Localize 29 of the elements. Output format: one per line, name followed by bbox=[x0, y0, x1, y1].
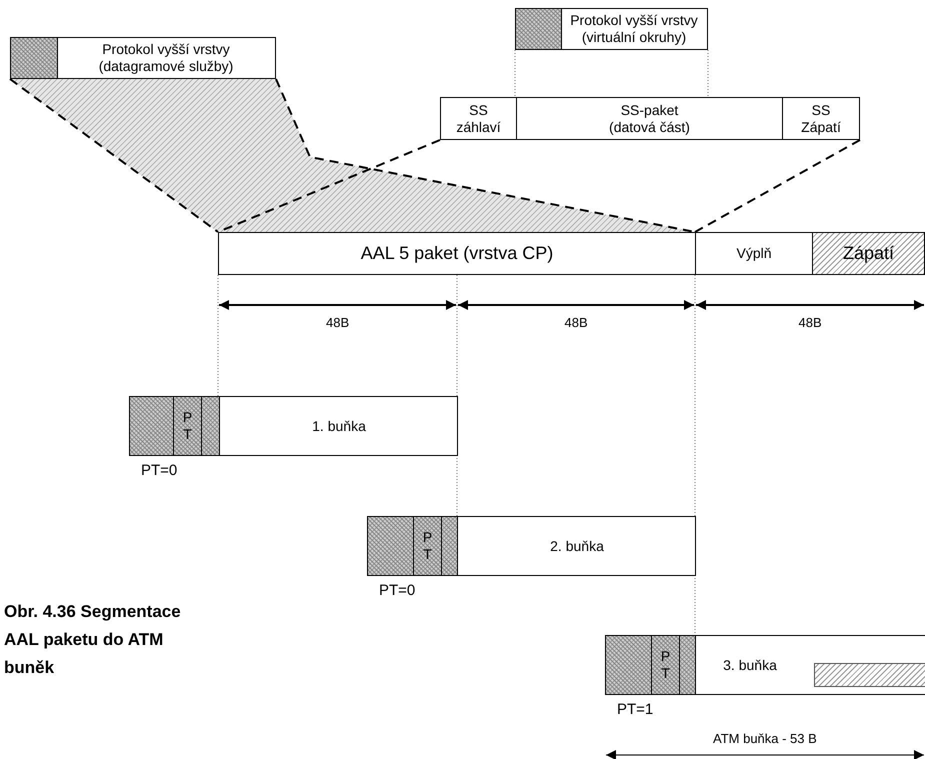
padding-field: Výplň bbox=[695, 232, 813, 275]
pt-field: P T bbox=[651, 635, 680, 695]
alignment-line bbox=[514, 50, 516, 98]
header-field: SS záhlaví bbox=[440, 97, 517, 140]
trailer-field: Zápatí bbox=[812, 232, 925, 275]
atm-cell bbox=[129, 396, 458, 456]
field-value-label: PT=0 bbox=[379, 582, 416, 599]
pt-field: P T bbox=[413, 516, 442, 576]
protocol-box bbox=[515, 8, 708, 50]
field-label: Protokol vyšší vrstvy (virtuální okruhy) bbox=[569, 11, 699, 47]
atm-cell bbox=[367, 516, 696, 576]
padding-fill bbox=[814, 663, 925, 687]
field-label: Protokol vyšší vrstvy (datagramové služby) bbox=[98, 40, 234, 76]
figure-caption: Obr. 4.36 Segmentace AAL paketu do ATM buněk bbox=[4, 601, 182, 679]
dimension-label: ATM buňka - 53 B bbox=[713, 731, 817, 746]
field-label: 1. buňka bbox=[311, 416, 367, 436]
trailer-field: SS Zápatí bbox=[782, 97, 860, 140]
field-label: 3. buňka bbox=[722, 656, 778, 674]
dimension-label: 48B bbox=[564, 315, 588, 330]
field-label: 2. buňka bbox=[549, 536, 605, 556]
protocol-box bbox=[10, 37, 276, 79]
payload-field: SS-paket (datová část) bbox=[516, 97, 783, 140]
dimension-label: 48B bbox=[326, 315, 350, 330]
packet-field: AAL 5 paket (vrstva CP) bbox=[218, 232, 696, 275]
field-value-label: PT=0 bbox=[141, 462, 178, 479]
field-value-label: PT=1 bbox=[617, 701, 654, 718]
atm-cell bbox=[605, 635, 925, 695]
dimension-label: 48B bbox=[798, 315, 822, 330]
pt-field: P T bbox=[173, 396, 202, 456]
